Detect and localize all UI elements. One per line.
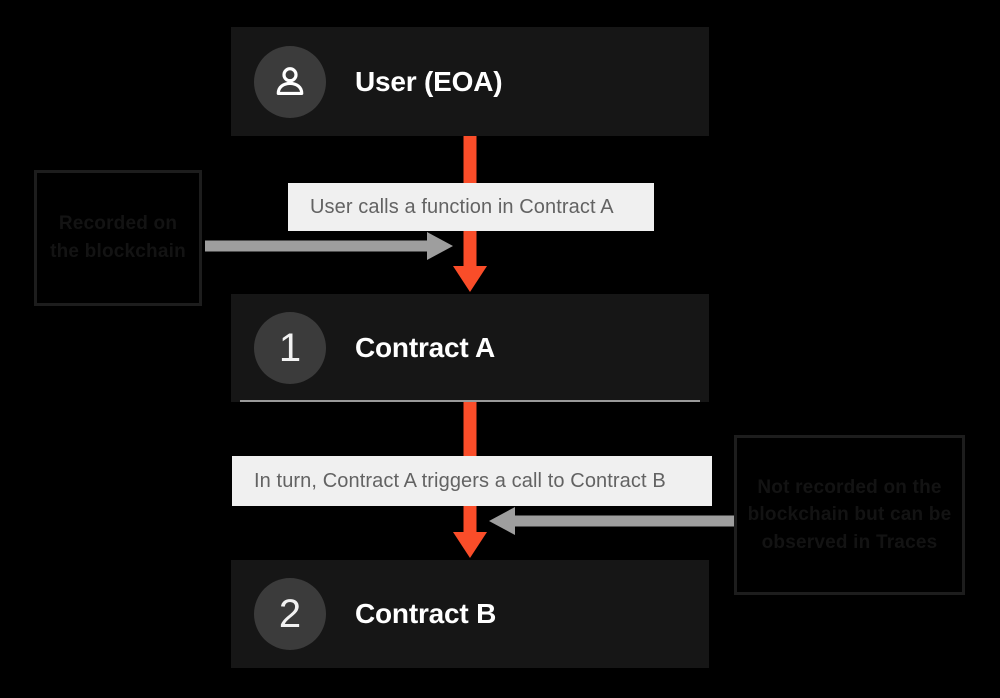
pointer-arrow-recorded-on-blockchain bbox=[205, 232, 453, 260]
pointer-arrow-not-recorded-traces bbox=[489, 507, 736, 535]
step-number: 2 bbox=[278, 592, 302, 636]
step-badge-2: 2 bbox=[254, 578, 326, 650]
callout-text: Recorded on the blockchain bbox=[50, 213, 186, 262]
step-number: 1 bbox=[278, 326, 302, 370]
node-contract-b[interactable]: 2 Contract B bbox=[231, 560, 709, 668]
arrow-shaft bbox=[205, 240, 429, 252]
arrow-head-right-icon bbox=[427, 232, 453, 260]
arrow-head-left-icon bbox=[489, 507, 515, 535]
node-contract-a[interactable]: 1 Contract A bbox=[231, 294, 709, 402]
callout-not-recorded-traces: Not recorded on the blockchain but can b… bbox=[734, 435, 965, 595]
caption-text: User calls a function in Contract A bbox=[310, 195, 614, 218]
caption-user-calls-contract-a: User calls a function in Contract A bbox=[288, 183, 654, 231]
user-avatar-badge bbox=[254, 45, 326, 118]
caption-text: In turn, Contract A triggers a call to C… bbox=[254, 469, 666, 492]
arrow-head-down-icon bbox=[453, 532, 487, 558]
person-icon bbox=[276, 66, 304, 95]
step-badge-1: 1 bbox=[254, 312, 326, 384]
node-user-title: User (EOA) bbox=[355, 65, 503, 97]
node-contract-a-title: Contract A bbox=[355, 332, 496, 363]
node-contract-b-title: Contract B bbox=[355, 598, 497, 629]
callout-text: Not recorded on the blockchain but can b… bbox=[747, 476, 952, 553]
caption-contract-a-triggers-contract-b: In turn, Contract A triggers a call to C… bbox=[232, 456, 712, 506]
arrow-head-down-icon bbox=[453, 266, 487, 292]
node-user-eoa[interactable]: User (EOA) bbox=[231, 27, 709, 136]
callout-recorded-on-blockchain: Recorded on the blockchain bbox=[34, 170, 202, 306]
arrow-shaft bbox=[513, 515, 736, 527]
